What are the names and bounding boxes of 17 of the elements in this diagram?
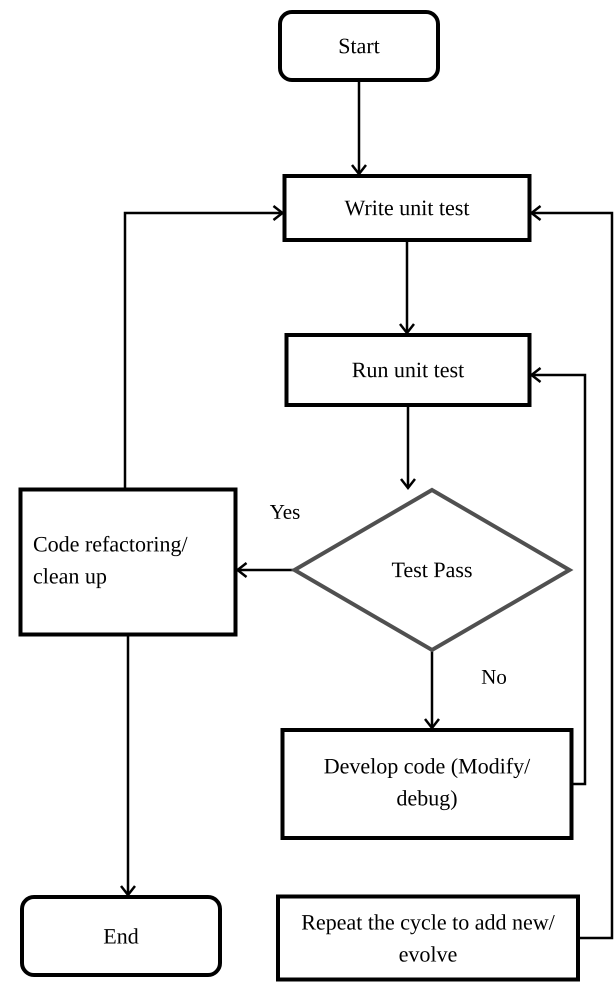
process-box: Repeat the cycle to add new/ evolve	[276, 894, 580, 982]
arrow	[424, 650, 440, 730]
arrow	[530, 367, 586, 786]
arrow	[530, 205, 614, 940]
arrow	[120, 634, 136, 897]
process-box: Run unit test	[284, 333, 532, 407]
arrow	[400, 405, 416, 490]
arrow	[236, 562, 294, 578]
arrow	[399, 240, 415, 335]
arrow	[351, 80, 367, 176]
edge-label: No	[482, 670, 506, 684]
arrow	[124, 205, 284, 490]
process-box: Code refactoring/ clean up	[18, 488, 238, 636]
terminal-box: End	[20, 895, 222, 977]
process-box: Develop code (Modify/ debug)	[280, 728, 574, 840]
process-box: Write unit test	[282, 174, 532, 242]
terminal-box: Start	[278, 10, 440, 82]
